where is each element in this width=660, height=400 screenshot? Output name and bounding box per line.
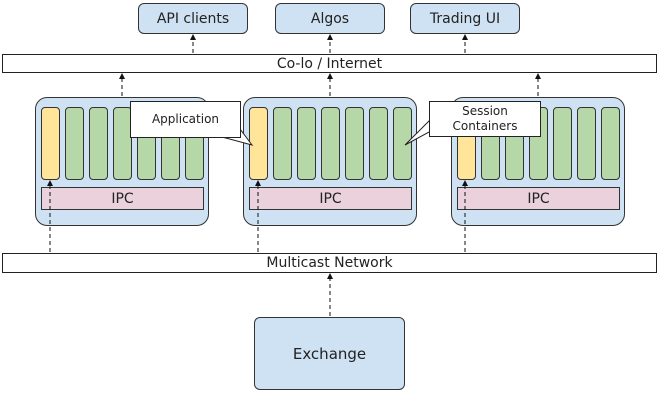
multicast-network-bar: Multicast Network (2, 253, 657, 273)
session-container (89, 107, 108, 180)
application-callout: Application (130, 101, 241, 138)
host-box-2: IPC (243, 97, 417, 226)
ipc-bar: IPC (249, 187, 412, 210)
session-container (601, 107, 620, 180)
ipc-bar: IPC (457, 187, 620, 210)
session-container (65, 107, 84, 180)
ipc-label: IPC (319, 190, 342, 207)
session-container (577, 107, 596, 180)
colo-internet-bar: Co-lo / Internet (2, 54, 657, 73)
session-container (113, 107, 132, 180)
trading-ui-label: Trading UI (429, 10, 501, 27)
api-clients-label: API clients (156, 10, 230, 27)
algos-label: Algos (310, 10, 350, 27)
application-container (249, 107, 268, 180)
ipc-bar: IPC (41, 187, 204, 210)
session-container (345, 107, 364, 180)
multicast-network-label: Multicast Network (266, 255, 393, 271)
ipc-label: IPC (527, 190, 550, 207)
colo-internet-label: Co-lo / Internet (276, 55, 383, 72)
session-container (369, 107, 388, 180)
api-clients-box: API clients (138, 3, 248, 34)
application-callout-text: Application (151, 112, 220, 126)
session-container (273, 107, 292, 180)
session-containers-callout-text: Session Containers (452, 104, 518, 133)
session-container (321, 107, 340, 180)
session-container (297, 107, 316, 180)
application-container (41, 107, 60, 180)
session-containers-callout: Session Containers (429, 101, 541, 137)
session-container (553, 107, 572, 180)
exchange-label: Exchange (292, 344, 367, 363)
algos-box: Algos (275, 3, 385, 34)
ipc-label: IPC (111, 190, 134, 207)
exchange-box: Exchange (254, 317, 405, 390)
trading-ui-box: Trading UI (410, 3, 520, 34)
session-container (393, 107, 412, 180)
